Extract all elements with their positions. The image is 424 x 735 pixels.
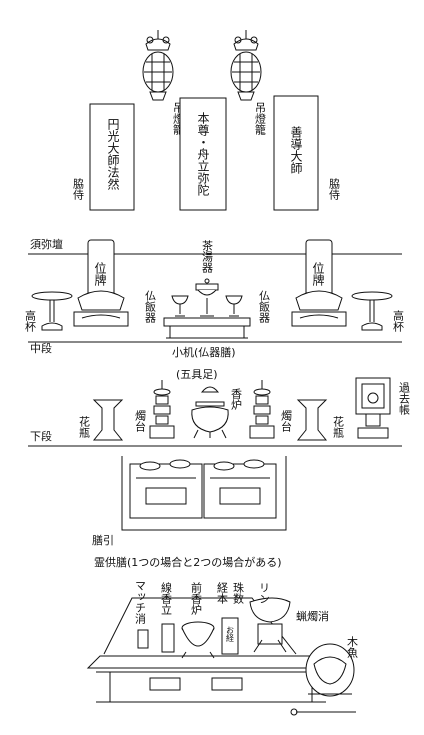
- ihai-label-right: 位牌: [311, 261, 325, 286]
- buppanki-left: [171, 295, 189, 317]
- kabin-label-left: 花瓶: [78, 416, 91, 438]
- kyohon-label: 経本: [216, 582, 229, 605]
- rin-label: リン: [258, 582, 271, 604]
- scroll-honzon-label: 本尊・舟立弥陀: [196, 112, 210, 196]
- rin-bell: [249, 597, 291, 653]
- senkotate-label: 線香立: [160, 581, 173, 615]
- kabin-right: [296, 399, 328, 441]
- chato-label: 茶湯器: [201, 240, 214, 274]
- shokudai-label-right: 燭台: [280, 410, 293, 432]
- scroll-honen: [89, 103, 135, 211]
- scroll-zendo: [273, 95, 319, 211]
- shokudai-right: [249, 380, 275, 439]
- buppanki-right: [225, 295, 243, 317]
- maekoro-label: 前香炉: [190, 581, 203, 616]
- reiguzen-tray-left: [129, 459, 203, 519]
- chato-vessel: [195, 278, 219, 317]
- kyohon-item: お経: [221, 617, 239, 655]
- front-table: [86, 655, 332, 703]
- hanging-lantern-right: [230, 30, 262, 101]
- kozukue-label: 小机(仏器膳): [172, 345, 236, 359]
- hanging-lantern-left: [142, 30, 174, 101]
- buppanki-label-left: 仏飯器: [144, 290, 157, 324]
- koro-incense-burner: [191, 386, 229, 439]
- shokudai-left: [149, 380, 175, 439]
- senkotate-item: [161, 623, 175, 653]
- kakocho-label: 過去帳: [398, 382, 411, 416]
- attendant-label-left: 脇侍: [72, 178, 85, 200]
- takatsuki-label-left: 高杯: [24, 309, 37, 333]
- reiguzen-tray-right: [203, 459, 277, 519]
- maekoro-item: [181, 621, 215, 659]
- kabin-left: [92, 399, 124, 441]
- ihai-right: [291, 239, 347, 327]
- takatsuki-left: [31, 291, 73, 331]
- ihai-label-left: 位牌: [93, 261, 107, 286]
- gogusoku-label: (五具足): [176, 368, 218, 381]
- juzu-label: 珠数: [232, 581, 245, 605]
- scroll-honzon: [179, 97, 227, 211]
- mokugyo-label: 木魚: [346, 636, 359, 659]
- takatsuki-label-right: 高杯: [392, 309, 405, 333]
- zenbiki-label: 膳引: [92, 533, 114, 547]
- scroll-honen-label: 円光大師法然: [106, 118, 120, 191]
- takatsuki-right: [351, 291, 393, 331]
- kakocho-stand: [355, 377, 391, 439]
- shumidan-label: 須弥壇: [30, 237, 63, 251]
- chudan-label: 中段: [30, 341, 52, 355]
- koro-label: 香炉: [230, 388, 243, 411]
- matchkeshi-label: マッチ消: [134, 580, 147, 625]
- attendant-label-right: 脇侍: [328, 178, 341, 200]
- rosokukeshi-label: 蝋燭消: [296, 609, 329, 623]
- ihai-left: [73, 239, 129, 327]
- mokugyo-drum: [290, 643, 356, 716]
- lantern-label-right: 吊燈籠: [254, 102, 267, 135]
- shokudai-label-left: 燭台: [134, 410, 147, 432]
- scroll-zendo-label: 善導大師: [289, 125, 303, 174]
- zenbiki-frame: [121, 456, 287, 531]
- kozukue-table: [163, 317, 251, 339]
- matchkeshi-item: [137, 629, 149, 649]
- kabin-label-right: 花瓶: [332, 416, 345, 438]
- okyo-text: お経: [226, 626, 235, 643]
- reiguzen-label: 霊供膳(1つの場合と2つの場合がある): [94, 555, 282, 569]
- buppanki-label-right: 仏飯器: [258, 290, 271, 324]
- gedan-label: 下段: [30, 429, 52, 443]
